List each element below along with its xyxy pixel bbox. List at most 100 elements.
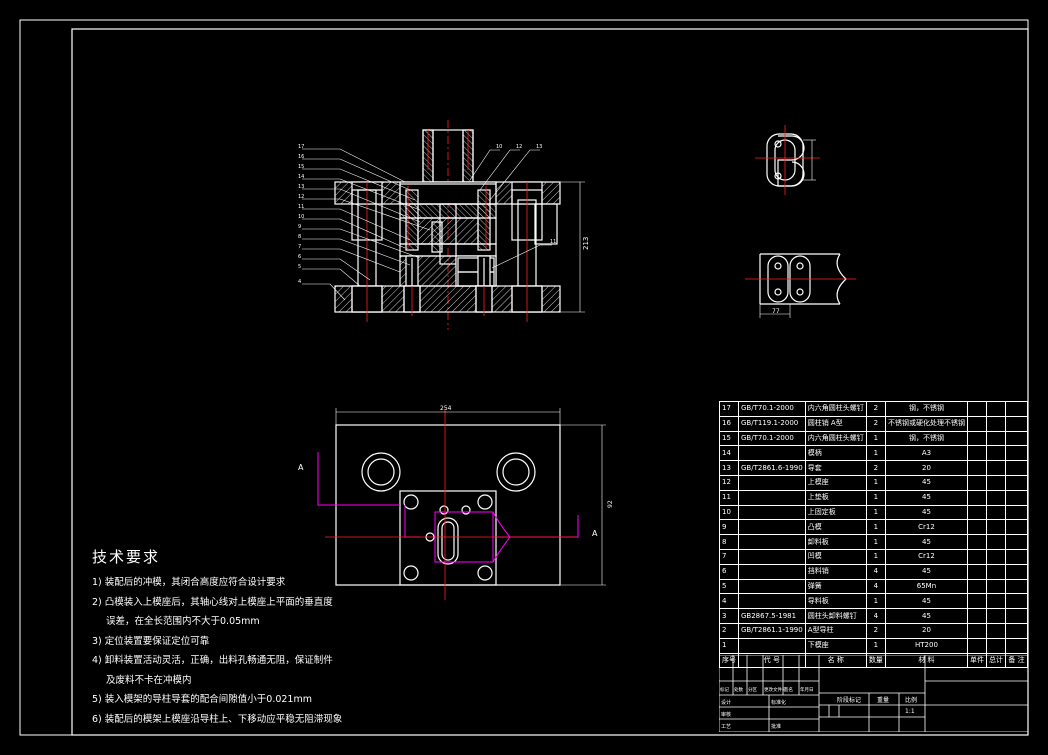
bom-cell-name: 凸模 bbox=[804, 519, 867, 536]
balloon-label-inner: 11 bbox=[550, 239, 556, 245]
bom-cell-mat: Cr12 bbox=[884, 519, 968, 536]
bom-cell-no: 11 bbox=[719, 489, 739, 506]
bom-cell-std bbox=[738, 474, 806, 491]
tb-left-label: 审核 bbox=[721, 711, 731, 718]
bom-cell-name: 内六角圆柱头螺钉 bbox=[804, 430, 867, 447]
plan-view bbox=[317, 408, 606, 600]
bom-cell-std bbox=[738, 534, 806, 550]
balloon-label: 10 bbox=[298, 214, 304, 220]
bom-cell-empty bbox=[966, 578, 987, 595]
bom-cell-no: 14 bbox=[719, 445, 739, 462]
bom-cell-empty bbox=[985, 637, 1006, 654]
bom-cell-empty bbox=[1004, 474, 1029, 491]
tb-row-label: 标记 bbox=[720, 686, 729, 693]
bom-cell-empty bbox=[1004, 460, 1029, 476]
bom-cell-std bbox=[738, 504, 806, 521]
bom-cell-empty bbox=[966, 401, 987, 417]
tb-row-label: 处数 bbox=[734, 686, 743, 693]
bom-header-row: 序号代 号名 称数量材 料单件总计备 注 bbox=[719, 652, 1029, 669]
bom-cell-empty bbox=[985, 460, 1006, 476]
bom-cell-std bbox=[738, 563, 806, 580]
bom-cell-name: 内六角圆柱头螺钉 bbox=[804, 401, 867, 417]
tb-left-label: 批准 bbox=[771, 723, 781, 730]
bom-cell-qty: 2 bbox=[865, 460, 886, 476]
bom-cell-empty bbox=[985, 608, 1006, 624]
balloon-label: 9 bbox=[298, 224, 301, 230]
bom-cell-empty bbox=[1004, 519, 1029, 536]
balloon-label: 4 bbox=[298, 279, 301, 285]
bom-cell-qty: 1 bbox=[865, 489, 886, 506]
note-line: 1) 装配后的冲模，其闭合高度应符合设计要求 bbox=[92, 577, 286, 588]
bom-cell-qty: 2 bbox=[865, 415, 886, 432]
bom-cell-name: 卸料板 bbox=[804, 534, 867, 550]
bom-cell-no: 17 bbox=[719, 401, 739, 417]
bom-cell-no: 10 bbox=[719, 504, 739, 521]
bom-cell-qty: 1 bbox=[865, 593, 886, 610]
note-line: 误差，在全长范围内不大于0.05mm bbox=[106, 616, 260, 627]
part-detail-1 bbox=[755, 125, 820, 195]
bom-cell-mat: 20 bbox=[884, 460, 968, 476]
bom-cell-empty bbox=[966, 519, 987, 536]
note-line: 5) 装入模架的导柱导套的配合间隙值小于0.021mm bbox=[92, 694, 312, 705]
balloon-label: 17 bbox=[298, 144, 304, 150]
bom-cell-empty bbox=[985, 593, 1006, 610]
bom-cell-empty bbox=[985, 415, 1006, 432]
tb-stage-label: 阶段标记 bbox=[837, 696, 861, 704]
part-detail-2 bbox=[745, 253, 856, 318]
technical-requirements: 技术要求 1) 装配后的冲模，其闭合高度应符合设计要求 2) 凸模装入上模座后，… bbox=[92, 546, 342, 729]
bom-cell-empty bbox=[966, 608, 987, 624]
bom-cell-mat: 45 bbox=[884, 593, 968, 610]
bom-cell-empty bbox=[966, 460, 987, 476]
bom-header-qty: 数量 bbox=[865, 652, 886, 669]
balloon-label: 14 bbox=[298, 174, 304, 180]
tb-row-label: 分区 bbox=[748, 686, 757, 693]
dim-part-width: 77 bbox=[772, 308, 780, 315]
bom-cell-mat: 不锈钢或硬化处理不锈钢 bbox=[884, 415, 968, 432]
bom-cell-mat: 65Mn bbox=[884, 578, 968, 595]
balloon-label: 13 bbox=[298, 184, 304, 190]
bom-cell-std bbox=[738, 489, 806, 506]
bom-cell-no: 13 bbox=[719, 460, 739, 476]
section-label-right: A bbox=[592, 529, 598, 538]
bom-cell-empty bbox=[966, 430, 987, 447]
bom-cell-name: 导套 bbox=[804, 460, 867, 476]
bom-cell-no: 5 bbox=[719, 578, 739, 595]
bom-cell-empty bbox=[966, 563, 987, 580]
bom-cell-empty bbox=[1004, 489, 1029, 506]
bom-header-no: 序号 bbox=[719, 652, 739, 669]
bom-cell-name: 下模座 bbox=[804, 637, 867, 654]
bom-cell-mat: A3 bbox=[884, 445, 968, 462]
tb-row-label: 年月日 bbox=[800, 686, 814, 693]
balloon-label: 15 bbox=[298, 164, 304, 170]
bom-cell-empty bbox=[1004, 548, 1029, 565]
bom-cell-name: 凹模 bbox=[804, 548, 867, 565]
bom-cell-empty bbox=[1004, 401, 1029, 417]
bom-cell-qty: 2 bbox=[865, 622, 886, 639]
tb-scale-label: 比例 bbox=[905, 696, 917, 704]
bom-cell-std bbox=[738, 637, 806, 654]
balloon-label: 6 bbox=[298, 254, 301, 260]
bom-cell-empty bbox=[985, 430, 1006, 447]
bom-cell-empty bbox=[985, 548, 1006, 565]
bom-cell-std bbox=[738, 578, 806, 595]
bom-cell-empty bbox=[1004, 504, 1029, 521]
bom-cell-std: GB/T119.1-2000 bbox=[738, 415, 806, 432]
bom-cell-empty bbox=[985, 401, 1006, 417]
dim-plan-depth: 92 bbox=[607, 500, 614, 508]
bom-header-total: 总计 bbox=[985, 652, 1006, 669]
bom-cell-name: 上垫板 bbox=[804, 489, 867, 506]
bom-cell-no: 8 bbox=[719, 534, 739, 550]
bom-cell-empty bbox=[1004, 430, 1029, 447]
